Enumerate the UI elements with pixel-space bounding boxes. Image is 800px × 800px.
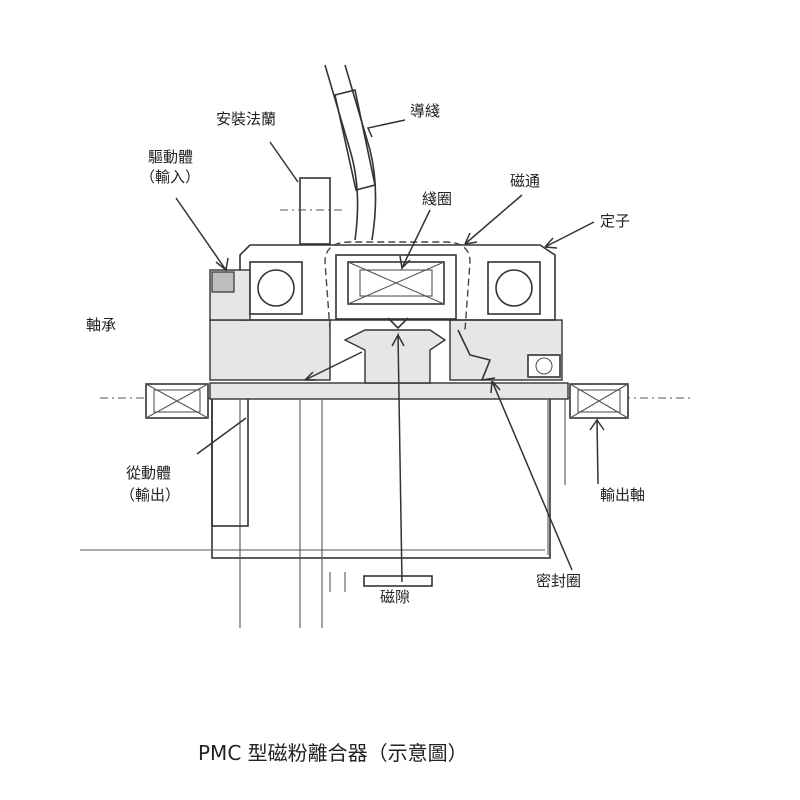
left-bearing-inner: [153, 389, 201, 413]
label-magnetic-flux: 磁通: [510, 172, 540, 190]
label-seal-ring: 密封圈: [536, 572, 581, 590]
leader-stator: [544, 221, 595, 249]
wire-1: [324, 64, 359, 241]
leader-wire: [366, 119, 406, 138]
label-magnetic-gap: 磁隙: [380, 588, 410, 606]
leader-output-shaft: [589, 417, 605, 485]
right-bearing-inner: [577, 389, 621, 413]
left-bearing-ball: [257, 269, 295, 307]
right-bearing-ball: [495, 269, 533, 307]
rotor-core: [343, 329, 447, 384]
mounting-flange: [299, 177, 331, 245]
wire-2: [344, 64, 377, 241]
left-housing-lower: [209, 319, 331, 381]
driven-flange: [211, 397, 249, 527]
leader-driven: [196, 417, 247, 455]
leader-flux: [464, 194, 523, 245]
leader-seal: [490, 380, 573, 571]
right-small-bearing-ball: [535, 357, 553, 375]
leader-coil: [399, 209, 431, 271]
label-output-shaft: 輸出軸: [600, 486, 645, 504]
label-mounting-flange: 安裝法蘭: [216, 110, 276, 128]
wire-sleeve: [334, 89, 376, 191]
label-driver-sub: （輸入）: [140, 168, 200, 186]
diagram-title: PMC 型磁粉離合器（示意圖）: [198, 741, 468, 765]
label-stator: 定子: [600, 212, 630, 230]
label-driver: 驅動體: [148, 148, 193, 166]
label-bearing: 軸承: [86, 316, 116, 334]
label-coil: 綫圈: [422, 190, 452, 208]
coil-inner: [359, 269, 433, 297]
label-wire: 導綫: [410, 102, 440, 120]
leader-gap: [391, 332, 405, 583]
label-driven: 從動體: [126, 464, 171, 482]
leader-driver: [175, 197, 229, 272]
shaft: [209, 382, 569, 400]
seal-hook: [457, 329, 496, 382]
coil-winding: [347, 261, 445, 305]
leader-flange: [269, 141, 299, 183]
right-small-bearing: [527, 354, 561, 378]
coil-cross-2: [347, 261, 445, 305]
leader-rotor: [304, 351, 363, 381]
driver-hatching: [211, 271, 235, 293]
driven-cylinder: [211, 397, 551, 559]
coil-tip: [387, 317, 409, 330]
gap-marker: [363, 575, 433, 587]
label-driven-sub: （輸出）: [120, 486, 180, 504]
